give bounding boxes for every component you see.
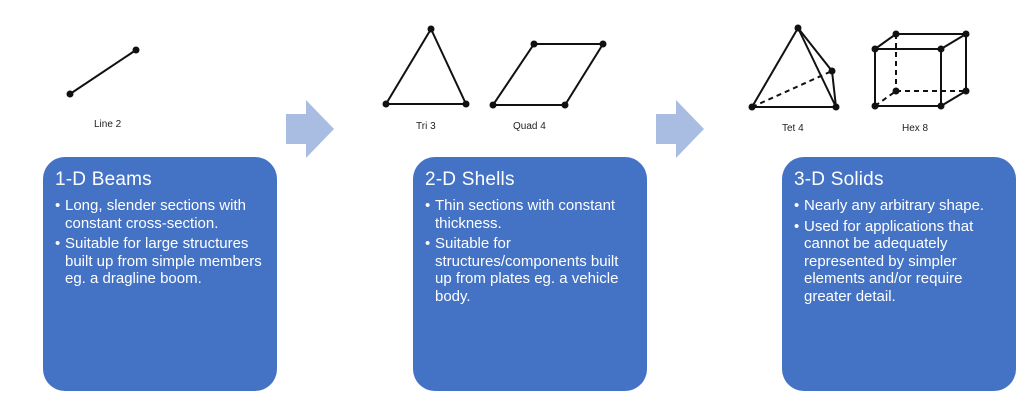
card-3d-solids: 3-D Solids •Nearly any arbitrary shape. … [782,157,1016,391]
card-bullets: •Thin sections with constant thickness. … [425,197,633,305]
bullet-text: Used for applications that cannot be ade… [804,217,974,305]
bullet-icon: • [425,235,431,252]
line-element-icon [66,46,140,98]
tet-element-icon [748,24,840,111]
list-item: •Suitable for large structures built up … [55,235,263,288]
arrow-right-icon [656,100,704,158]
tri-element-label: Tri 3 [416,121,436,132]
card-2d-shells: 2-D Shells •Thin sections with constant … [413,157,647,391]
bullet-text: Long, slender sections with constant cro… [65,197,246,232]
list-item: •Used for applications that cannot be ad… [794,218,1002,306]
quad-element-label: Quad 4 [513,121,546,132]
card-title: 1-D Beams [55,169,152,190]
card-bullets: •Long, slender sections with constant cr… [55,197,263,288]
bullet-icon: • [55,197,61,214]
list-item: •Long, slender sections with constant cr… [55,197,263,232]
bullet-text: Nearly any arbitrary shape. [804,197,985,214]
card-title: 2-D Shells [425,169,515,190]
hex-element-label: Hex 8 [902,123,929,134]
bullet-icon: • [55,235,61,252]
card-title: 3-D Solids [794,169,884,190]
card-bullets: •Nearly any arbitrary shape. •Used for a… [794,197,1002,305]
list-item: •Suitable for structures/components buil… [425,235,633,305]
element-diagrams [66,24,970,111]
bullet-text: Suitable for structures/components built… [435,235,619,305]
card-1d-beams: 1-D Beams •Long, slender sections with c… [43,157,277,391]
tet-element-label: Tet 4 [782,123,804,134]
quad-element-icon [489,40,607,109]
list-item: •Nearly any arbitrary shape. [794,197,1002,215]
bullet-icon: • [794,197,800,214]
bullet-icon: • [425,197,431,214]
list-item: •Thin sections with constant thickness. [425,197,633,232]
tri-element-icon [382,25,470,108]
bullet-text: Suitable for large structures built up f… [65,235,262,287]
bullet-icon: • [794,217,800,235]
line-element-label: Line 2 [94,119,122,130]
bullet-text: Thin sections with constant thickness. [435,197,616,232]
arrow-right-icon [286,100,334,158]
hex-element-icon [871,30,970,110]
